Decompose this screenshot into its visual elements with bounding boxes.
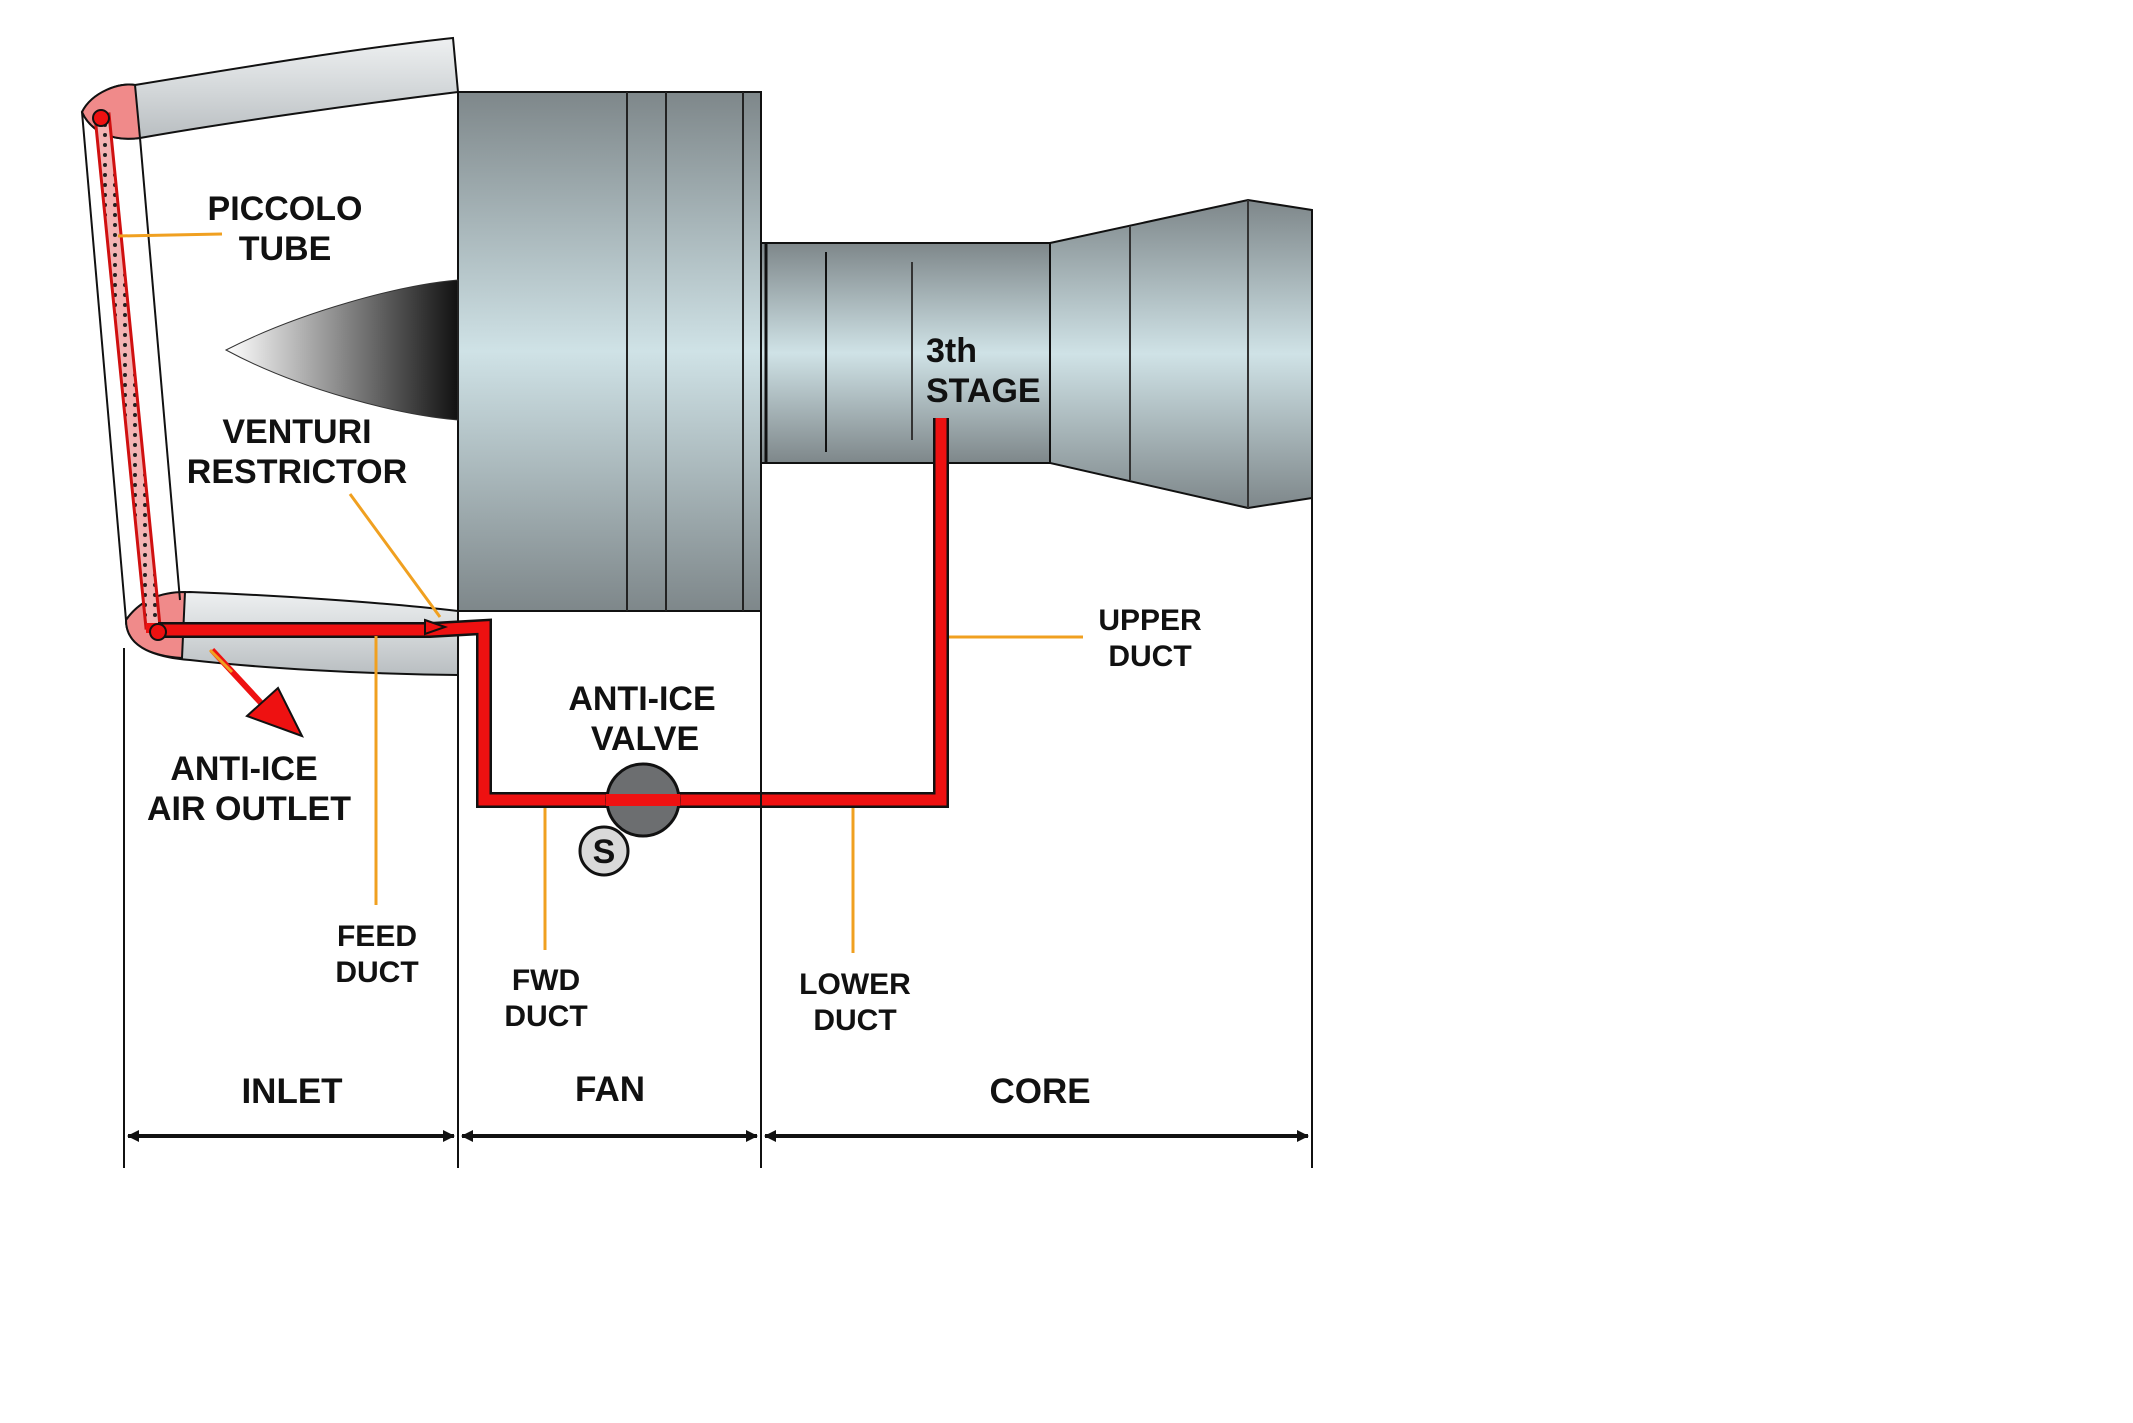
- section-boundaries: [123, 498, 1313, 1168]
- piccolo-tube-label: PICCOLO TUBE: [208, 190, 363, 268]
- fan-case: [457, 91, 762, 612]
- svg-text:DUCT: DUCT: [504, 1000, 587, 1033]
- upper-duct-label: UPPER DUCT: [1098, 604, 1202, 673]
- outlet-junction: [149, 623, 167, 641]
- venturi-restrictor: [424, 618, 449, 636]
- svg-text:DUCT: DUCT: [813, 1004, 896, 1037]
- venturi-leader: [348, 493, 442, 618]
- core-section: [759, 198, 1313, 510]
- svg-text:ANTI-ICE: ANTI-ICE: [170, 750, 317, 788]
- svg-text:FWD: FWD: [512, 964, 580, 997]
- svg-text:3th: 3th: [926, 332, 977, 370]
- svg-text:PICCOLO: PICCOLO: [208, 190, 363, 228]
- svg-text:DUCT: DUCT: [335, 956, 418, 989]
- core-section-label: CORE: [989, 1072, 1090, 1111]
- anti-ice-valve-label: ANTI-ICE VALVE: [568, 680, 715, 758]
- anti-ice-air-outlet-label: ANTI-ICE AIR OUTLET: [147, 750, 351, 828]
- fan-section-label: FAN: [575, 1070, 645, 1109]
- svg-text:ANTI-ICE: ANTI-ICE: [568, 680, 715, 718]
- svg-text:TUBE: TUBE: [239, 230, 332, 268]
- lower-duct-label: LOWER DUCT: [799, 968, 911, 1037]
- svg-text:LOWER: LOWER: [799, 968, 911, 1001]
- anti-ice-ducting: [146, 418, 949, 808]
- svg-text:RESTRICTOR: RESTRICTOR: [187, 453, 407, 491]
- svg-text:FEED: FEED: [337, 920, 417, 953]
- leader-lines: [117, 232, 1083, 953]
- svg-text:STAGE: STAGE: [926, 372, 1041, 410]
- combustor-turbine-case: [1049, 198, 1313, 510]
- anti-ice-valve: [605, 762, 681, 838]
- duct-path: [158, 418, 947, 806]
- third-stage-label: 3th STAGE: [926, 332, 1041, 410]
- outlet-leader: [208, 648, 234, 674]
- svg-text:UPPER: UPPER: [1098, 604, 1202, 637]
- svg-text:VALVE: VALVE: [591, 720, 699, 758]
- venturi-restrictor-label: VENTURI RESTRICTOR: [187, 413, 407, 491]
- inlet-section-label: INLET: [241, 1072, 342, 1111]
- feed-duct-label: FEED DUCT: [335, 920, 418, 989]
- inlet-section: [80, 36, 460, 677]
- svg-text:DUCT: DUCT: [1108, 640, 1191, 673]
- fan-section: [457, 91, 762, 612]
- fwd-duct-label: FWD DUCT: [504, 964, 587, 1033]
- solenoid-icon: S: [578, 825, 630, 877]
- solenoid-label: S: [593, 833, 616, 871]
- spinner: [224, 279, 459, 421]
- svg-text:VENTURI: VENTURI: [222, 413, 371, 451]
- piccolo-leader: [117, 232, 223, 238]
- compressor-case: [759, 242, 1051, 464]
- svg-text:AIR OUTLET: AIR OUTLET: [147, 790, 351, 828]
